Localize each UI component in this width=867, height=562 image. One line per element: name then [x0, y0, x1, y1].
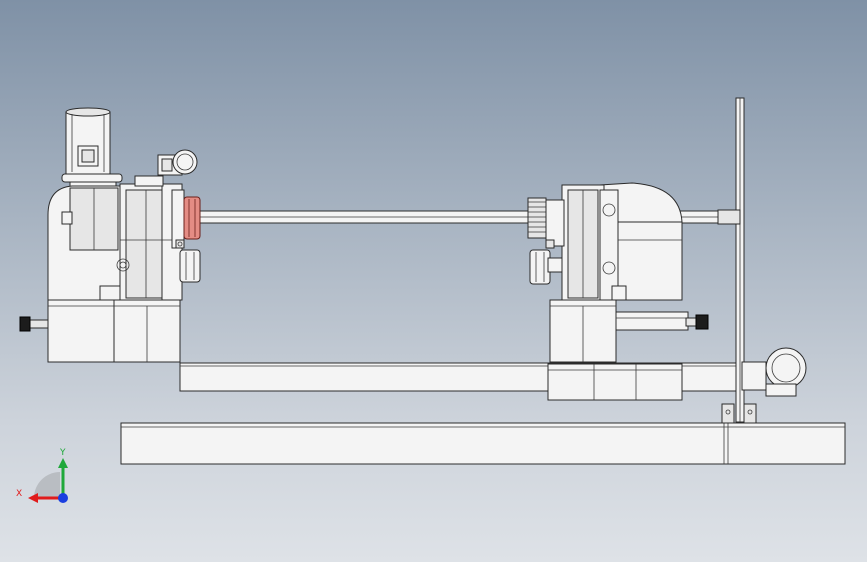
right-gear: [527, 197, 547, 239]
base-beam[interactable]: [120, 422, 846, 465]
x-axis-label: X: [16, 489, 22, 499]
left-headstock[interactable]: [19, 107, 201, 363]
right-tailstock[interactable]: [527, 182, 709, 401]
y-axis-label: Y: [59, 448, 66, 458]
triad-plane-shading: [34, 472, 60, 498]
rail-drive-motor[interactable]: [741, 347, 807, 397]
axis-triad: Y X: [16, 448, 68, 503]
z-axis-dot: [58, 493, 68, 503]
left-chuck-highlight[interactable]: [183, 196, 201, 240]
left-small-motor: [157, 149, 198, 176]
left-handle[interactable]: [19, 316, 49, 332]
right-handle[interactable]: [685, 314, 709, 330]
motor-cylinder: [61, 107, 123, 191]
vertical-post[interactable]: [721, 97, 757, 424]
